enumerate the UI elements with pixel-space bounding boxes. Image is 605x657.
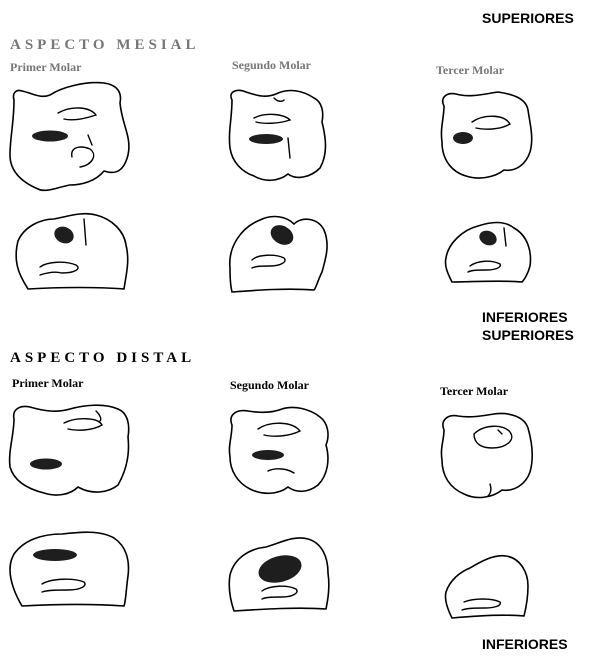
- distal-lower-third-molar-drawing: [430, 540, 545, 640]
- distal-upper-first-molar-drawing: [0, 395, 140, 515]
- mesial-segundo-molar-label: Segundo Molar: [232, 58, 311, 73]
- superiores-label-mid: SUPERIORES: [482, 327, 574, 343]
- mesial-lower-second-molar-drawing: [218, 208, 343, 308]
- distal-section-title: ASPECTO DISTAL: [10, 350, 195, 367]
- mesial-section-title: ASPECTO MESIAL: [10, 37, 200, 54]
- mesial-lower-third-molar-drawing: [430, 210, 545, 305]
- distal-tercer-molar-label: Tercer Molar: [440, 384, 508, 399]
- mesial-tercer-molar-label: Tercer Molar: [436, 63, 504, 78]
- distal-upper-second-molar-drawing: [218, 397, 343, 517]
- mesial-upper-second-molar-drawing: [218, 78, 343, 203]
- distal-segundo-molar-label: Segundo Molar: [230, 378, 309, 393]
- mesial-lower-first-molar-drawing: [0, 205, 140, 310]
- distal-lower-second-molar-drawing: [218, 525, 343, 625]
- distal-upper-third-molar-drawing: [430, 400, 545, 515]
- inferiores-label-mid: INFERIORES: [482, 309, 568, 325]
- distal-lower-first-molar-drawing: [0, 520, 140, 625]
- distal-primer-molar-label: Primer Molar: [12, 376, 83, 391]
- mesial-upper-third-molar-drawing: [430, 80, 545, 200]
- mesial-primer-molar-label: Primer Molar: [10, 60, 81, 75]
- superiores-label-top: SUPERIORES: [482, 10, 574, 26]
- mesial-upper-first-molar-drawing: [0, 75, 140, 210]
